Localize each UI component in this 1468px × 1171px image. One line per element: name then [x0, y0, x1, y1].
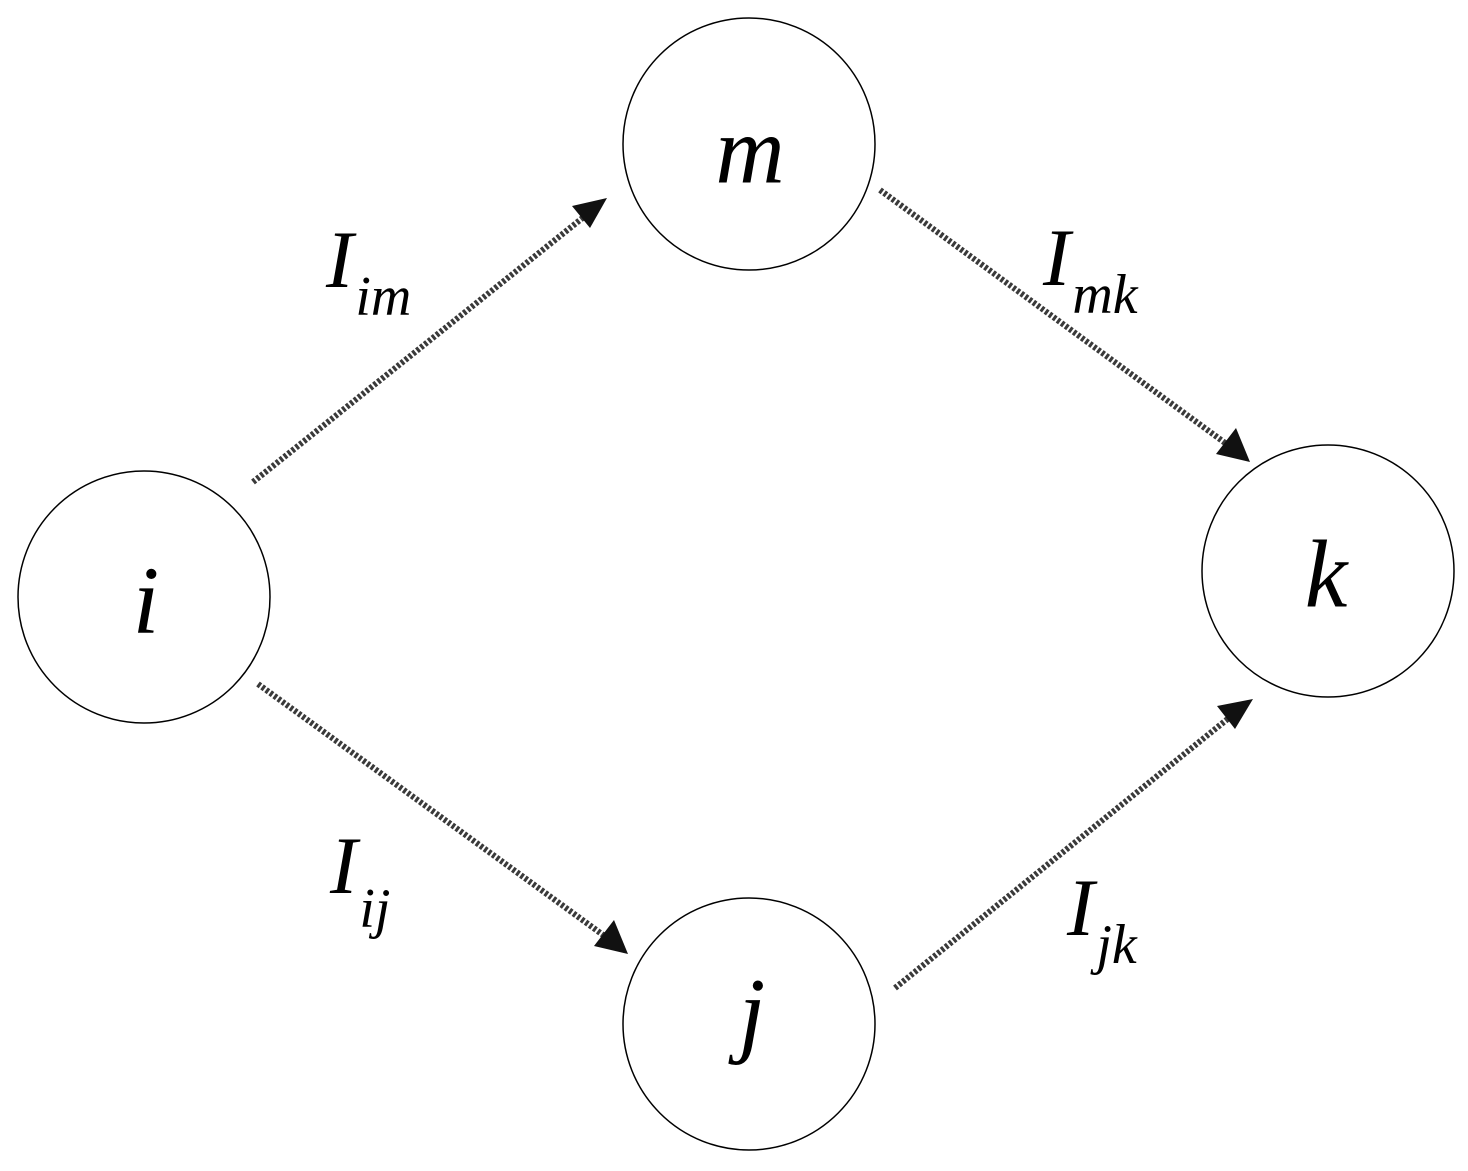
edge-i-m-label: Iim [325, 214, 411, 328]
node-k-label: k [1305, 521, 1350, 628]
edge-i-j-line [256, 681, 612, 943]
edge-m-k-label-main: I [1042, 212, 1074, 303]
edge-i-j-arrowhead [594, 920, 628, 954]
edge-j-k-line [893, 710, 1237, 991]
node-i-label: i [133, 547, 160, 654]
edge-i-j-label-sub: ij [359, 878, 390, 940]
edge-i-m: Iim [251, 198, 607, 485]
node-i: i [17, 470, 271, 724]
edge-i-m-line [251, 209, 592, 485]
edge-j-k-label-main: I [1066, 862, 1098, 953]
edge-m-k-label: Imk [1042, 212, 1139, 326]
edge-j-k-arrowhead [1217, 699, 1253, 729]
edge-j-k-label-sub: jk [1090, 914, 1138, 976]
edge-i-j: Iij [256, 681, 628, 954]
edges: Iim Imk Iij Ijk [251, 187, 1253, 991]
node-m-label: m [715, 97, 784, 204]
node-j-circle [622, 897, 876, 1151]
edge-i-m-arrowhead [572, 198, 607, 228]
node-m-circle [622, 17, 876, 271]
node-j: j [622, 897, 876, 1151]
edge-i-j-label: Iij [329, 820, 390, 940]
edge-i-m-label-main: I [325, 214, 357, 305]
edge-i-j-label-main: I [329, 820, 361, 911]
edge-j-k-label: Ijk [1066, 862, 1138, 976]
edge-m-k-line [878, 187, 1234, 451]
node-i-circle [17, 470, 271, 724]
edge-j-k: Ijk [893, 699, 1253, 991]
edge-m-k-label-sub: mk [1072, 264, 1138, 326]
edge-m-k: Imk [878, 187, 1250, 462]
edge-i-m-label-sub: im [355, 266, 411, 328]
node-k-circle [1201, 444, 1455, 698]
edge-m-k-arrowhead [1216, 428, 1250, 462]
nodes: i m k j [17, 17, 1455, 1151]
node-m: m [622, 17, 876, 271]
node-k: k [1201, 444, 1455, 698]
